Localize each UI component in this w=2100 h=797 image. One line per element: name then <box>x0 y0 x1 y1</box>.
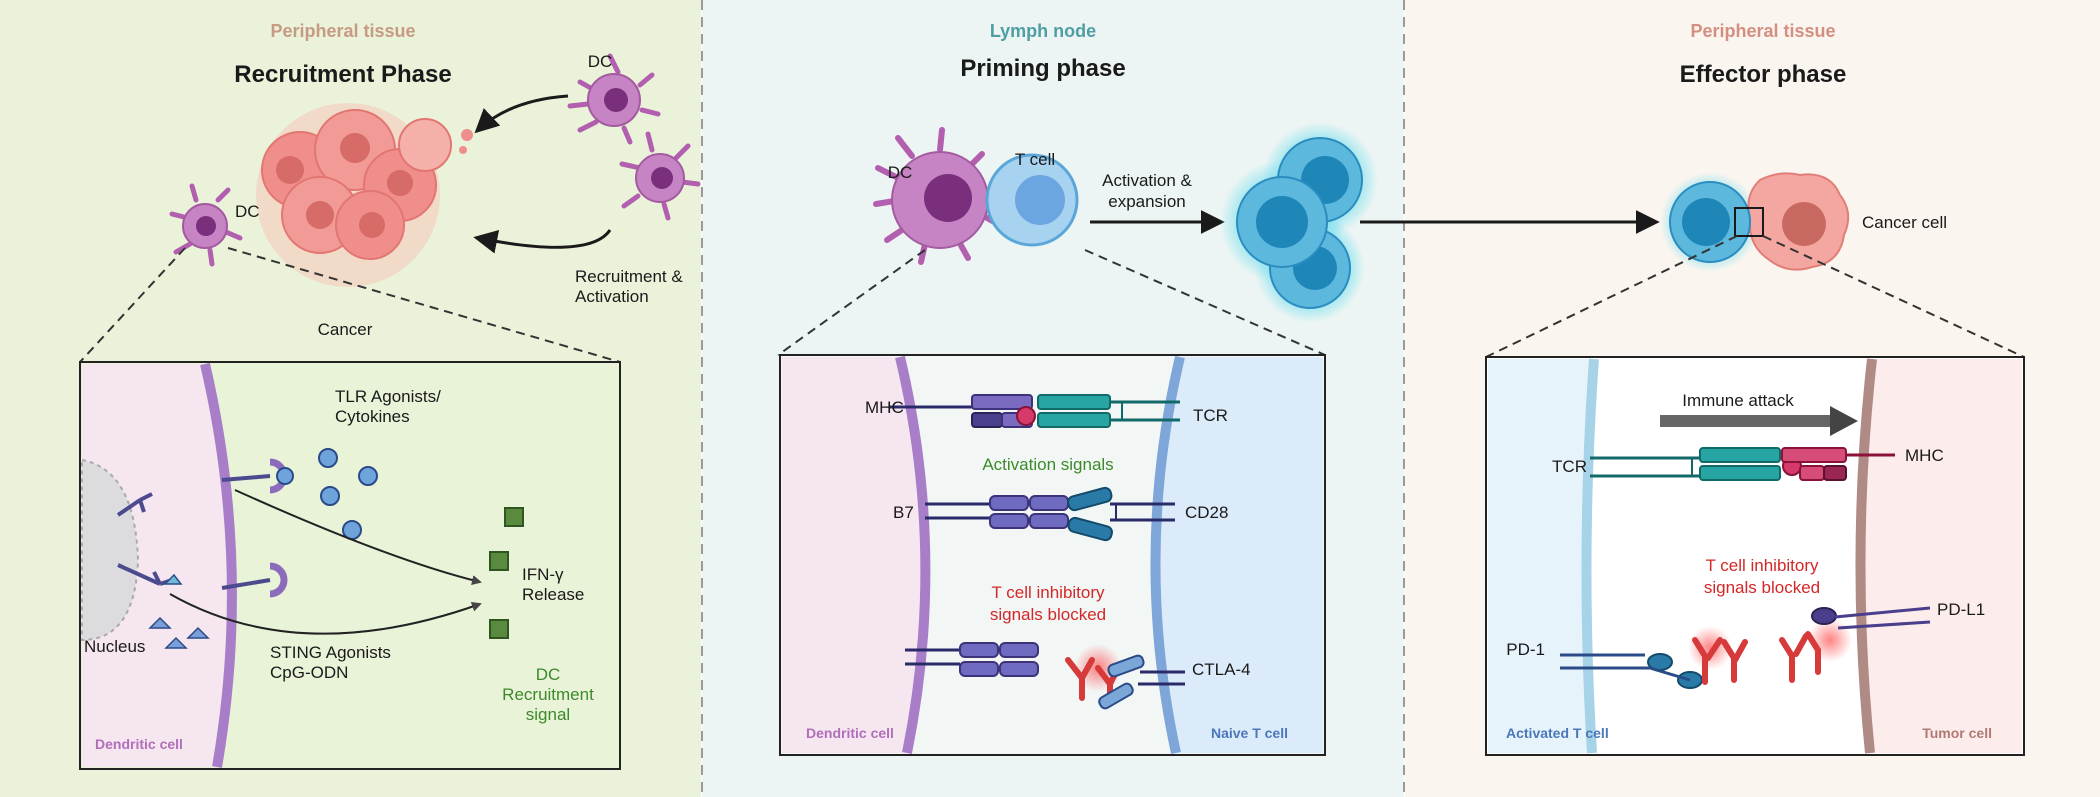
dc-left-icon <box>169 183 243 267</box>
cell-label-activated-tcell: Activated T cell <box>1506 725 1609 741</box>
cd28-label: CD28 <box>1185 503 1228 522</box>
nucleus-label: Nucleus <box>84 637 145 656</box>
cell-label-naive-tcell: Naive T cell <box>1211 725 1288 741</box>
effector-panel: Peripheral tissue Effector phase Cancer … <box>1485 21 2025 756</box>
synapse-zoom-box <box>779 354 1326 756</box>
pdl1-label: PD-L1 <box>1937 600 1985 619</box>
immune-attack-label: Immune attack <box>1682 391 1794 410</box>
location-label: Peripheral tissue <box>270 21 415 41</box>
recruit-arrow <box>474 94 569 134</box>
tcr-label: TCR <box>1552 457 1587 476</box>
dc-label: DC <box>888 163 913 182</box>
dc-signal-label: DC <box>536 665 561 684</box>
recruitment-text: Activation <box>575 287 649 306</box>
tlr-label: Cytokines <box>335 407 410 426</box>
zoom-line <box>1084 249 1326 356</box>
cell-label-dendritic: Dendritic cell <box>806 725 894 741</box>
dc-signal-label: Recruitment <box>502 685 594 704</box>
zoom-line <box>227 247 621 363</box>
dc-top-icon <box>567 53 661 145</box>
activation-signals-label: Activation signals <box>982 455 1113 474</box>
inhibitory-label: T cell inhibitory <box>1705 556 1819 575</box>
tcr-label: TCR <box>1193 406 1228 425</box>
mhc-label: MHC <box>865 398 904 417</box>
tlr-label: TLR Agonists/ <box>335 387 441 406</box>
recruitment-panel: Peripheral tissue Recruitment Phase Canc… <box>79 21 701 770</box>
phase-title: Recruitment Phase <box>234 61 451 88</box>
priming-panel: Lymph node Priming phase DC T cell Activ… <box>777 21 1378 756</box>
cancer-label: Cancer <box>318 320 373 339</box>
cancer-cell-label: Cancer cell <box>1862 213 1947 232</box>
cancer-cluster <box>256 103 473 287</box>
recruit-arrow <box>473 229 612 254</box>
cell-label-dendritic: Dendritic cell <box>95 736 183 752</box>
tcell-cancer-icon <box>1660 172 1850 272</box>
phase-title: Effector phase <box>1680 61 1847 88</box>
ctla4-label: CTLA-4 <box>1192 660 1251 679</box>
cell-label-tumor: Tumor cell <box>1922 725 1992 741</box>
dc-right-icon <box>619 131 701 221</box>
dc-signal-label: signal <box>526 705 570 724</box>
activation-text: expansion <box>1108 192 1186 211</box>
zoom-line <box>79 247 186 363</box>
pd1-label: PD-1 <box>1506 640 1545 659</box>
inhibitory-label: signals blocked <box>990 605 1106 624</box>
phase-title: Priming phase <box>960 55 1125 82</box>
location-label: Peripheral tissue <box>1690 21 1835 41</box>
ifn-label: Release <box>522 585 584 604</box>
tcell-label: T cell <box>1015 150 1055 169</box>
zoom-line <box>777 249 926 356</box>
zoom-line <box>1485 235 1738 358</box>
dc-top-label: DC <box>588 52 613 71</box>
mhc-label: MHC <box>1905 446 1944 465</box>
inhibitory-label: T cell inhibitory <box>991 583 1105 602</box>
attack-zoom-box <box>1485 356 2025 756</box>
dc-tcell-icon <box>873 127 1079 265</box>
ifn-label: IFN-γ <box>522 565 564 584</box>
dc-zoom-box <box>79 361 621 770</box>
location-label: Lymph node <box>990 21 1096 41</box>
dc-left-label: DC <box>235 202 260 221</box>
expanded-tcells-icon <box>1220 122 1378 323</box>
recruitment-text: Recruitment & <box>575 267 683 286</box>
zoom-line <box>1762 235 2025 358</box>
sting-label: STING Agonists <box>270 643 391 662</box>
b7-label: B7 <box>893 503 914 522</box>
sting-label: CpG-ODN <box>270 663 348 682</box>
inhibitory-label: signals blocked <box>1704 578 1820 597</box>
activation-text: Activation & <box>1102 171 1192 190</box>
